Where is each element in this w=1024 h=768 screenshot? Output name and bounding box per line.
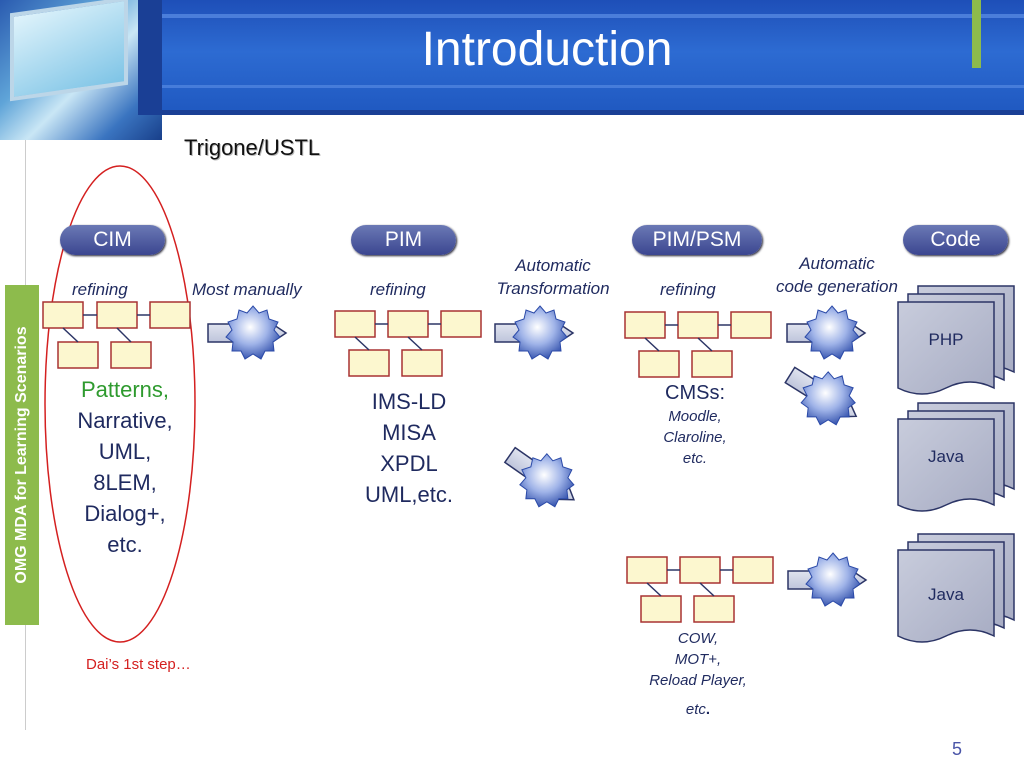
stage-pim-pill: PIM <box>351 225 456 255</box>
list-item: Moodle, <box>668 408 722 425</box>
auto-codegen-line: Automatic <box>799 254 875 273</box>
list-item: etc. <box>107 532 143 557</box>
codegen-arrow-java <box>778 357 868 435</box>
auto-codegen-line: code generation <box>776 277 898 296</box>
stage-cim-pill: CIM <box>60 225 165 255</box>
transform-arrow-cim-pim <box>207 305 287 360</box>
list-item-patterns: Patterns, <box>80 377 170 402</box>
transform-arrow-pim-pimpsm <box>494 305 574 360</box>
list-item: Dialog+, <box>84 501 166 526</box>
photo-frame <box>138 0 162 115</box>
list-item: UML,etc. <box>364 482 454 507</box>
list-item: Narrative, <box>77 408 173 433</box>
list-item: MOT+, <box>674 651 722 668</box>
list-item: etc <box>685 701 706 718</box>
cow-model-boxes <box>626 556 774 623</box>
php-doc-label: PHP <box>928 330 964 349</box>
slide-subtitle: Trigone/USTL <box>184 135 321 160</box>
stage-code-pill: Code <box>903 225 1008 255</box>
header-bottom-rule <box>162 110 1024 115</box>
most-manually-label: Most manually <box>192 280 302 299</box>
list-item: 8LEM, <box>93 470 157 495</box>
transform-arrow-pim-cow <box>497 437 587 517</box>
accent-bar <box>972 0 981 68</box>
header-stripe <box>162 85 1024 88</box>
dai-note: Dai’s 1st step… <box>86 656 191 673</box>
auto-transform-label: Automatic Transformation <box>485 256 621 299</box>
java-doc-label: Java <box>928 447 964 466</box>
auto-transform-line: Automatic <box>515 256 591 275</box>
list-item: XPDL <box>380 451 438 476</box>
list-item: COW, <box>677 630 719 647</box>
page-number: 5 <box>951 739 962 759</box>
list-item: IMS-LD <box>371 389 447 414</box>
cow-tools-list: COW, MOT+, Reload Player, etc. <box>628 628 768 720</box>
refining-label: refining <box>72 280 128 299</box>
header-stripe <box>162 14 1024 18</box>
list-item: UML, <box>98 439 152 464</box>
list-item-period: . <box>705 701 711 718</box>
header-band <box>162 0 1024 115</box>
pim-model-boxes <box>334 310 482 377</box>
cim-model-boxes <box>42 301 191 369</box>
pimpsm-model-boxes <box>624 311 772 378</box>
codegen-arrow-php <box>786 305 866 360</box>
list-item: MISA <box>382 420 436 445</box>
cms-list: CMSs: Moodle, Claroline, etc. <box>635 380 755 469</box>
codegen-arrow-java-2 <box>787 552 867 607</box>
cms-heading: CMSs: <box>665 382 725 404</box>
java-doc-label-2: Java <box>928 585 964 604</box>
list-item: Reload Player, <box>649 672 747 689</box>
cim-highlight-ellipse <box>44 165 196 643</box>
refining-label: refining <box>660 280 716 299</box>
auto-codegen-label: Automatic code generation <box>764 254 910 297</box>
refining-label: refining <box>370 280 426 299</box>
stage-pimpsm-pill: PIM/PSM <box>632 225 762 255</box>
list-item: Claroline, <box>663 429 727 446</box>
pim-languages-list: IMS-LD MISA XPDL UML,etc. <box>340 386 478 510</box>
slide-title: Introduction <box>421 23 673 76</box>
sidebar-band <box>5 285 39 625</box>
cim-languages-list: Patterns, Narrative, UML, 8LEM, Dialog+,… <box>55 374 195 560</box>
list-item: etc. <box>682 450 708 467</box>
auto-transform-line: Transformation <box>496 279 610 298</box>
